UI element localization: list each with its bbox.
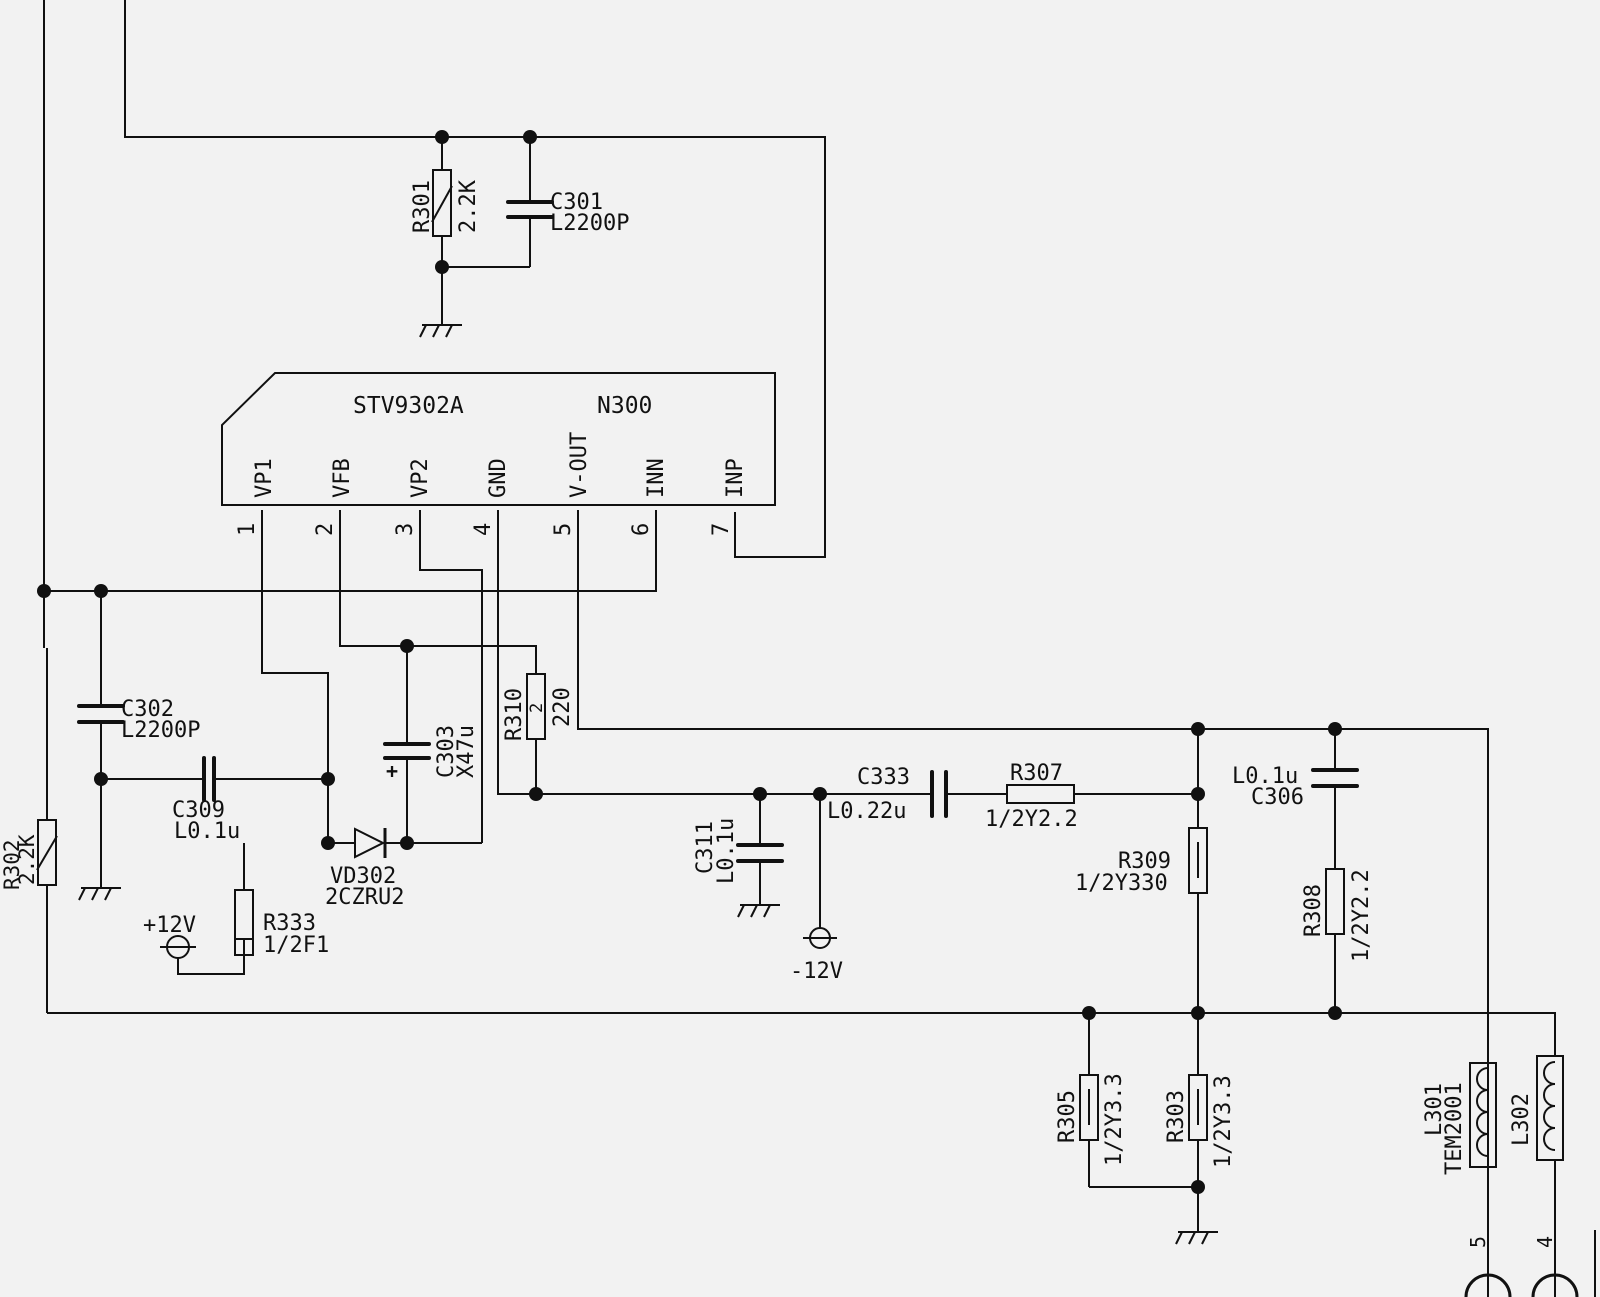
vd302-value: 2CZRU2 xyxy=(325,885,404,910)
capacitor-c311: C311 L0.1u xyxy=(693,818,784,884)
resistor-r307: R307 1/2Y2.2 xyxy=(985,761,1078,832)
ground-icon xyxy=(78,887,121,901)
r303-ref: R303 xyxy=(1164,1090,1189,1143)
pin-name-vout: V-OUT xyxy=(567,432,592,498)
resistor-r302: R302 2.2K xyxy=(0,819,58,890)
inductor-l302: L302 xyxy=(1509,1055,1564,1161)
l302-ref: L302 xyxy=(1509,1093,1534,1146)
ground-icon xyxy=(737,904,780,918)
pin-number-4: 4 xyxy=(471,523,496,536)
r307-value: 1/2Y2.2 xyxy=(985,807,1078,832)
r302-ref: R302 xyxy=(0,839,24,890)
capacitor-c333: C333 L0.22u xyxy=(827,765,948,824)
terminal-minus12v: -12V xyxy=(790,927,843,984)
output-connector: 5 4 xyxy=(1464,1236,1579,1297)
terminal-plus12v: +12V xyxy=(143,913,196,959)
c303-ref: C303 xyxy=(434,725,459,778)
resistor-r301: R301 2.2K xyxy=(410,169,481,237)
r308-value: 1/2Y2.2 xyxy=(1349,869,1374,962)
minus12v-label: -12V xyxy=(790,959,843,984)
r307-ref: R307 xyxy=(1010,761,1063,786)
ic-pin-numbers: 1 2 3 4 5 6 7 xyxy=(235,523,734,536)
plus-icon: + xyxy=(386,759,398,783)
pin-number-6: 6 xyxy=(629,523,654,536)
resistor-r309: R309 1/2Y330 xyxy=(1075,827,1208,896)
junction-dots xyxy=(37,130,1342,1194)
capacitor-c301: C301 L2200P xyxy=(506,190,629,236)
pin-name-vfb: VFB xyxy=(330,458,355,498)
c333-value: L0.22u xyxy=(827,799,906,824)
c306-ref: C306 xyxy=(1251,785,1304,810)
r310-mark: 2 xyxy=(527,703,547,713)
c302-value: L2200P xyxy=(121,718,200,743)
r305-ref: R305 xyxy=(1055,1090,1080,1143)
c306-value: L0.1u xyxy=(1232,764,1298,789)
pin-name-vp1: VP1 xyxy=(252,458,277,498)
r305-value: 1/2Y3.3 xyxy=(1102,1073,1127,1166)
resistor-r333: R333 1/2F1 xyxy=(234,889,329,958)
capacitor-c302: C302 L2200P xyxy=(77,697,200,743)
ic-pin-names: VP1 VFB VP2 GND V-OUT INN INP xyxy=(252,432,748,498)
c309-ref: C309 xyxy=(172,798,225,823)
r308-ref: R308 xyxy=(1301,884,1326,937)
ground-symbols xyxy=(78,324,1218,1245)
r310-value: 220 xyxy=(550,687,575,727)
pin-name-inp: INP xyxy=(723,458,748,498)
r310-ref: R310 xyxy=(502,688,527,741)
r333-ref: R333 xyxy=(263,911,316,936)
c301-ref: C301 xyxy=(550,190,603,215)
ground-icon xyxy=(1175,1231,1218,1245)
inductor-l301: L301 TEM2001 xyxy=(1422,1062,1497,1175)
ic-n300: STV9302A N300 VP1 VFB VP2 GND V-OUT INN … xyxy=(221,372,776,536)
plus12v-label: +12V xyxy=(143,913,196,938)
pin-number-1: 1 xyxy=(235,523,260,536)
c311-value: L0.1u xyxy=(714,818,739,884)
l301-value: TEM2001 xyxy=(1442,1082,1467,1175)
c333-ref: C333 xyxy=(857,765,910,790)
pin-number-7: 7 xyxy=(709,523,734,536)
vd302-ref: VD302 xyxy=(330,864,396,889)
capacitor-c309: C309 L0.1u xyxy=(172,756,240,844)
wires xyxy=(43,0,1596,1297)
resistor-r308: R308 1/2Y2.2 xyxy=(1301,868,1374,962)
l301-ref: L301 xyxy=(1422,1083,1447,1136)
c302-ref: C302 xyxy=(121,697,174,722)
resistor-r310: 2 R310 220 xyxy=(502,673,575,741)
r301-ref: R301 xyxy=(410,180,435,233)
pin-number-2: 2 xyxy=(313,523,338,536)
pin-name-gnd: GND xyxy=(486,458,511,498)
pin-name-inn: INN xyxy=(644,458,669,498)
diode-vd302: VD302 2CZRU2 xyxy=(325,827,404,910)
pin-number-3: 3 xyxy=(393,523,418,536)
ic-ref: N300 xyxy=(597,393,652,419)
r309-ref: R309 xyxy=(1118,849,1171,874)
pin-name-vp2: VP2 xyxy=(408,458,433,498)
ground-icon xyxy=(419,324,462,338)
pin-number-5: 5 xyxy=(551,523,576,536)
capacitor-c303: + C303 X47u xyxy=(383,725,479,783)
capacitor-c306: L0.1u C306 xyxy=(1232,764,1359,810)
r302-value: 2.2K xyxy=(15,834,39,885)
connector-pin-4: 4 xyxy=(1533,1236,1557,1248)
r303-value: 1/2Y3.3 xyxy=(1211,1075,1236,1168)
resistor-r303: R303 1/2Y3.3 xyxy=(1164,1074,1236,1168)
ic-part-number: STV9302A xyxy=(353,393,464,419)
r333-value: 1/2F1 xyxy=(263,933,329,958)
r309-value: 1/2Y330 xyxy=(1075,871,1168,896)
c311-ref: C311 xyxy=(693,821,718,874)
c309-value: L0.1u xyxy=(174,819,240,844)
r301-value: 2.2K xyxy=(456,179,481,233)
c303-value: X47u xyxy=(454,725,479,778)
connector-pin-5: 5 xyxy=(1466,1236,1490,1248)
c301-value: L2200P xyxy=(550,211,629,236)
resistor-r305: R305 1/2Y3.3 xyxy=(1055,1073,1127,1166)
